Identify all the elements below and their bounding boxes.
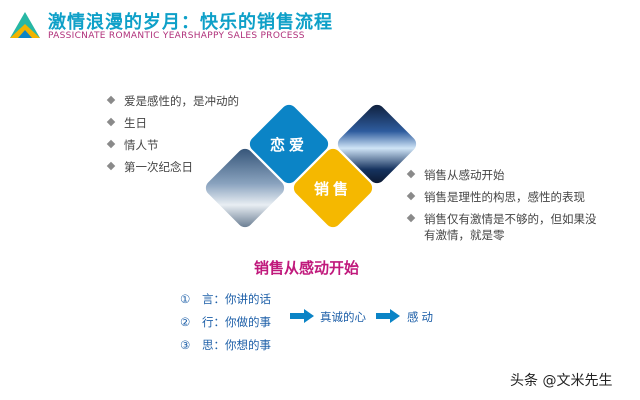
diamond-bullet-icon xyxy=(106,117,116,127)
list-item: 销售从感动开始 xyxy=(406,167,606,183)
flow-middle-text: 真诚的心 xyxy=(320,310,366,324)
diamond-bullet-icon xyxy=(106,139,116,149)
list-item: 销售仅有激情是不够的，但如果没有激情，就是零 xyxy=(406,211,606,243)
love-tile-label: 恋爱 xyxy=(269,136,308,154)
step-item: ① 言：你讲的话 xyxy=(180,290,271,313)
steps-list: ① 言：你讲的话 ② 行：你做的事 ③ 思：你想的事 xyxy=(180,290,271,359)
step-item: ③ 思：你想的事 xyxy=(180,336,271,359)
step-number: ③ xyxy=(180,338,191,352)
diamond-bullet-icon xyxy=(106,95,116,105)
watermark: 头条 @文米先生 xyxy=(510,373,613,389)
diamond-bullet-icon xyxy=(406,169,416,179)
list-item: 情人节 xyxy=(106,137,239,159)
step-number: ① xyxy=(180,292,191,306)
page-title: 激情浪漫的岁月：快乐的销售流程 xyxy=(48,12,333,33)
list-item: 第一次纪念日 xyxy=(106,159,239,181)
sales-tile-label: 销售 xyxy=(313,180,352,198)
list-item: 生日 xyxy=(106,115,239,137)
step-text: 行：你做的事 xyxy=(202,315,271,329)
section-heading: 销售从感动开始 xyxy=(254,259,360,277)
right-arrow-icon xyxy=(376,309,400,323)
page-subtitle: PASSICNATE ROMANTIC YEARSHAPPY SALES PRO… xyxy=(48,31,305,41)
right-bullet-list: 销售从感动开始 销售是理性的构思，感性的表现 销售仅有激情是不够的，但如果没有激… xyxy=(406,167,606,249)
step-text: 思：你想的事 xyxy=(202,338,271,352)
list-item: 爱是感性的，是冲动的 xyxy=(106,93,239,115)
step-text: 言：你讲的话 xyxy=(202,292,271,306)
logo-triangles-icon xyxy=(10,12,40,38)
step-item: ② 行：你做的事 xyxy=(180,313,271,336)
list-item: 销售是理性的构思，感性的表现 xyxy=(406,189,606,205)
right-arrow-icon xyxy=(290,309,314,323)
diamond-bullet-icon xyxy=(106,161,116,171)
flow-end-text: 感动 xyxy=(407,310,436,324)
left-bullet-list: 爱是感性的，是冲动的 生日 情人节 第一次纪念日 xyxy=(106,93,239,181)
step-number: ② xyxy=(180,315,191,329)
diamond-bullet-icon xyxy=(406,191,416,201)
diamond-bullet-icon xyxy=(406,213,416,223)
